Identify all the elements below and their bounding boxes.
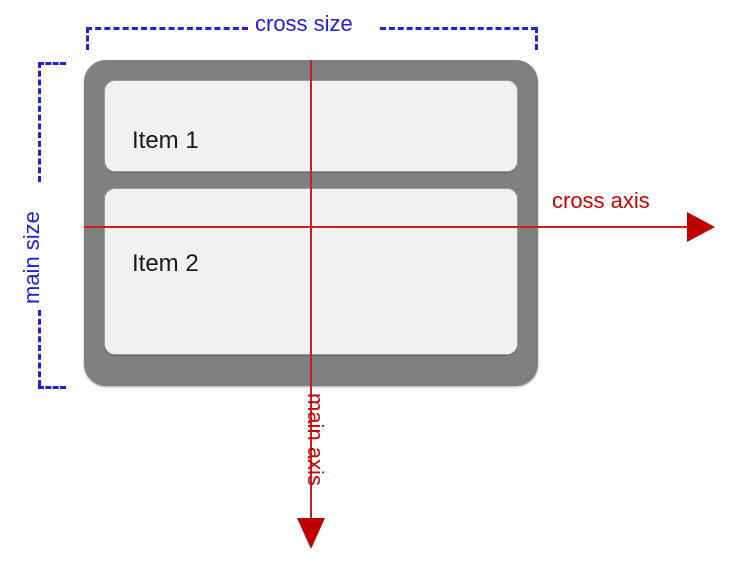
cross-axis-line xyxy=(84,226,694,228)
main-size-bracket-bottom-span xyxy=(38,310,41,386)
cross-axis-arrowhead-icon xyxy=(687,212,715,242)
main-axis-label: main axis xyxy=(303,393,328,486)
main-axis-arrowhead-icon xyxy=(297,518,325,549)
main-axis-line xyxy=(310,60,312,526)
flex-item-2-label: Item 2 xyxy=(132,250,199,277)
cross-axis-label: cross axis xyxy=(552,188,650,213)
cross-size-bracket-left-tick xyxy=(86,27,89,50)
cross-size-bracket-right-tick xyxy=(535,27,538,50)
cross-size-bracket-left-span xyxy=(86,27,248,30)
main-size-bracket-top-span xyxy=(38,62,41,182)
main-size-bracket-top-tick xyxy=(38,62,66,65)
cross-size-label: cross size xyxy=(255,11,353,36)
flex-item-1-label: Item 1 xyxy=(132,127,199,154)
cross-size-bracket-right-span xyxy=(380,27,537,30)
main-size-bracket-bottom-tick xyxy=(38,386,66,389)
main-size-label: main size xyxy=(19,211,44,304)
